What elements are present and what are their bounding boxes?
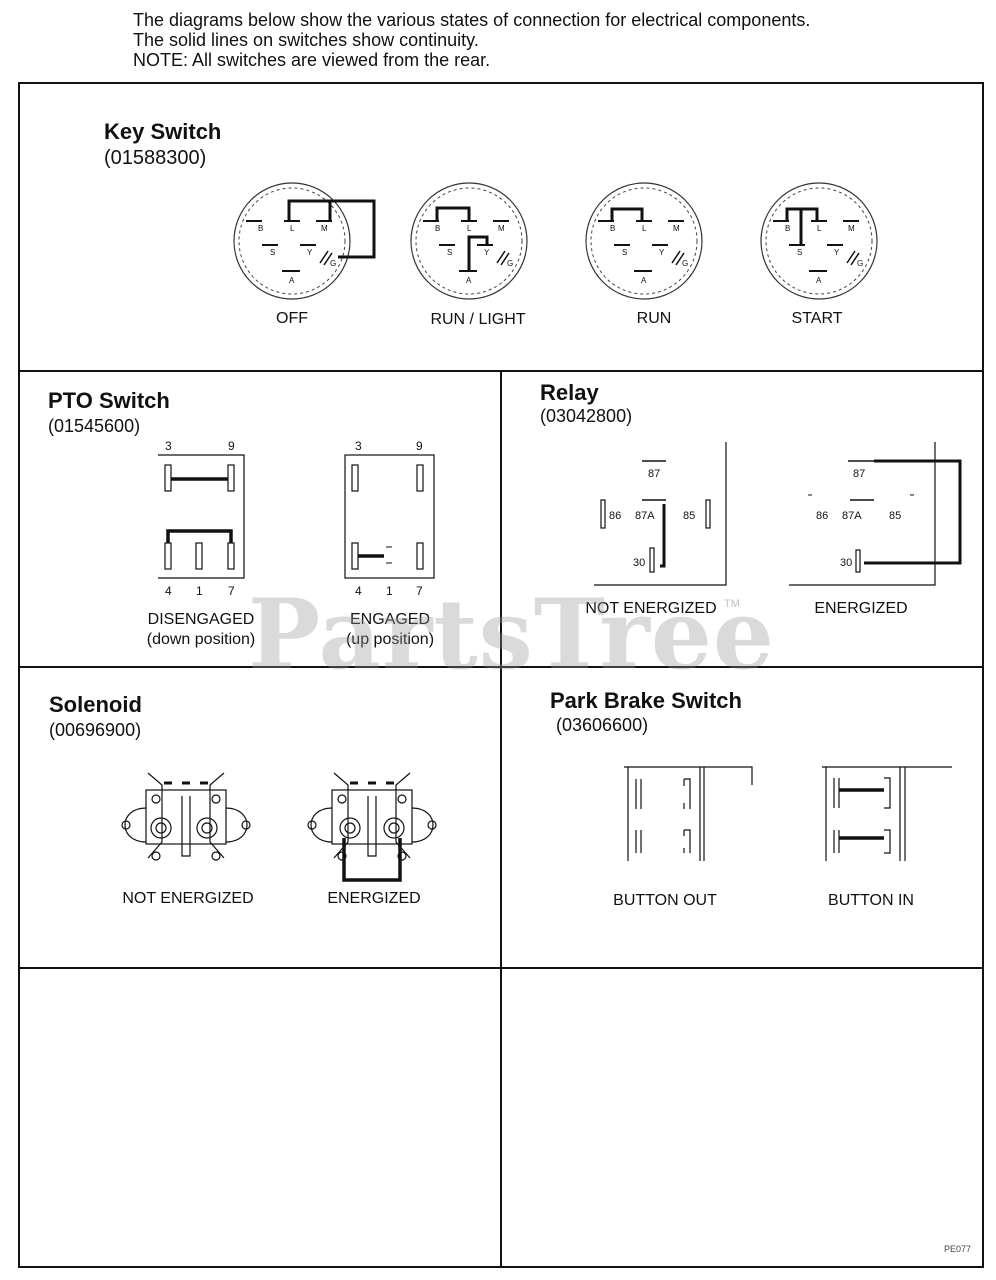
relay-ne-label-87a: 87A [635,510,655,522]
relay-e-label-85: 85 [889,510,901,522]
ks-run-label-y: Y [659,248,665,257]
key-state-start: START [791,310,843,327]
relay-state-energized: ENERGIZED [814,600,908,617]
pto-dis-label-3: 3 [165,439,172,453]
relay-state-not-energized: NOT ENERGIZED [585,600,717,617]
ks-off-label-y: Y [307,248,313,257]
ks-off-label-b: B [258,224,263,233]
ks-start-label-m: M [848,224,855,233]
relay-ne-label-30: 30 [633,557,645,569]
ks-run-label-l: L [642,224,647,233]
park-brake-title: Park Brake Switch [550,688,742,713]
solenoid-state-energized: ENERGIZED [327,890,421,907]
solenoid-part-number: (00696900) [49,720,142,740]
relay-e-label-87a: 87A [842,510,862,522]
ks-off-label-a: A [289,276,295,285]
pto-state-engaged-sub: (up position) [345,631,435,648]
key-state-run: RUN [636,310,672,327]
relay-ne-label-85: 85 [683,510,695,522]
watermark-trademark: TM [724,598,740,610]
pto-dis-label-4: 4 [165,584,172,598]
key-switch-title: Key Switch [104,119,222,144]
solenoid-not-energized [121,772,251,861]
park-brake-button-in [822,766,952,861]
intro-text: The diagrams below show the various stat… [133,10,810,70]
pto-eng-label-4: 4 [355,584,362,598]
key-switch-start [760,182,878,300]
relay-e-label-86: 86 [816,510,828,522]
pto-eng-label-3: 3 [355,439,362,453]
relay-part-number: (03042800) [540,406,633,426]
pto-state-disengaged: DISENGAGED [147,611,255,628]
ks-runlight-label-b: B [435,224,440,233]
relay-e-label-87: 87 [853,468,865,480]
relay-ne-label-86: 86 [609,510,621,522]
ks-runlight-label-s: S [447,248,452,257]
key-switch-run [585,182,703,300]
ks-runlight-label-l: L [467,224,472,233]
pto-state-disengaged-sub: (down position) [146,631,256,648]
ks-start-label-s: S [797,248,802,257]
ks-start-label-y: Y [834,248,840,257]
ks-run-label-g: G [682,259,688,268]
ks-runlight-label-y: Y [484,248,490,257]
ks-run-label-m: M [673,224,680,233]
intro-line-2: The solid lines on switches show continu… [133,30,479,50]
relay-e-label-30: 30 [840,557,852,569]
relay-title: Relay [540,380,599,405]
park-brake-state-in: BUTTON IN [828,892,914,909]
pto-dis-label-1: 1 [196,584,203,598]
pto-eng-label-9: 9 [416,439,423,453]
ks-off-label-l: L [290,224,295,233]
ks-run-label-b: B [610,224,615,233]
pto-eng-label-1: 1 [386,584,393,598]
solenoid-title: Solenoid [49,692,142,717]
ks-runlight-label-m: M [498,224,505,233]
key-state-off: OFF [276,310,308,327]
pto-eng-label-7: 7 [416,584,423,598]
key-switch-off [233,182,376,300]
solenoid-state-not-energized: NOT ENERGIZED [122,890,254,907]
pto-switch-title: PTO Switch [48,388,170,413]
ks-off-label-m: M [321,224,328,233]
ks-runlight-label-g: G [507,259,513,268]
document-code: PE077 [944,1244,972,1254]
ks-start-label-b: B [785,224,790,233]
ks-start-label-g: G [857,259,863,268]
relay-terminal-labels: 87 86 87A 85 30 87 86 87A 85 30 [609,468,901,569]
pto-dis-label-9: 9 [228,439,235,453]
pto-state-engaged: ENGAGED [349,611,430,628]
pto-switch-engaged [344,454,435,579]
ks-runlight-label-a: A [466,276,472,285]
pto-dis-label-7: 7 [228,584,235,598]
relay-not-energized [594,442,727,586]
pto-switch-disengaged [158,454,245,579]
key-switch-part-number: (01588300) [104,147,207,169]
divider-col [500,370,502,1268]
park-brake-state-out: BUTTON OUT [613,892,717,909]
relay-energized [789,442,962,586]
intro-line-3: NOTE: All switches are viewed from the r… [133,50,491,70]
ks-start-label-a: A [816,276,822,285]
relay-ne-label-87: 87 [648,468,660,480]
solenoid-energized [307,772,437,882]
intro-line-1: The diagrams below show the various stat… [133,10,811,30]
ks-off-label-g: G [330,259,336,268]
ks-off-label-s: S [270,248,275,257]
ks-start-label-l: L [817,224,822,233]
park-brake-part-number: (03606600) [556,715,649,735]
pto-switch-part-number: (01545600) [48,416,141,436]
ks-run-label-a: A [641,276,647,285]
pto-terminal-labels: 3 9 4 1 7 3 9 4 1 7 [165,439,423,598]
key-switch-run-light [410,182,528,300]
park-brake-button-out [624,766,753,861]
key-state-run-light: RUN / LIGHT [430,311,526,328]
key-switch-terminal-labels: B L M S Y G A B L M S Y G A B L M S Y G … [258,224,863,285]
ks-run-label-s: S [622,248,627,257]
